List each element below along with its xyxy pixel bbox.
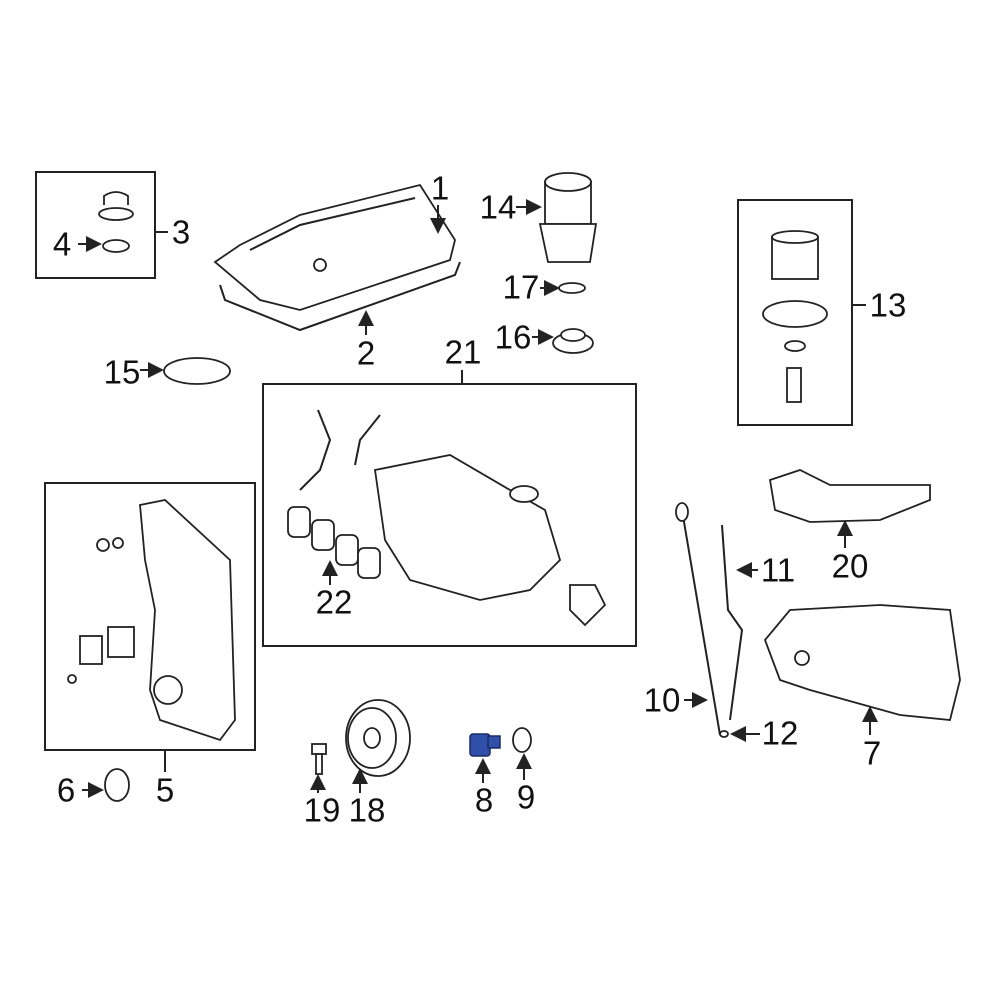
drain-plug-part-16[interactable]	[552, 328, 594, 354]
group-box-3	[35, 171, 156, 279]
callout-12[interactable]: 12	[761, 714, 799, 752]
timing-cover-part[interactable]	[67, 499, 236, 742]
callout-19[interactable]: 19	[303, 791, 341, 829]
callout-14[interactable]: 14	[479, 188, 517, 226]
pulley-bolt-part[interactable]	[311, 743, 327, 775]
group-box-21	[262, 383, 637, 647]
callout-16[interactable]: 16	[494, 318, 532, 356]
oil-drain-plug-part-8[interactable]	[469, 733, 501, 757]
oil-pan-part[interactable]	[763, 604, 961, 721]
oil-filter-cap-part[interactable]	[538, 172, 598, 294]
manifold-gaskets-part[interactable]	[287, 506, 381, 579]
valve-cover-part[interactable]	[213, 183, 461, 332]
baffle-plate-part[interactable]	[768, 469, 931, 523]
callout-21[interactable]: 21	[444, 333, 482, 371]
callout-4[interactable]: 4	[52, 225, 72, 263]
callout-5[interactable]: 5	[155, 771, 175, 809]
dipstick-handle[interactable]	[675, 502, 689, 522]
callout-9[interactable]: 9	[516, 778, 536, 816]
callout-17[interactable]: 17	[502, 268, 540, 306]
callout-6[interactable]: 6	[56, 771, 76, 809]
callout-22[interactable]: 22	[315, 583, 353, 621]
callout-15[interactable]: 15	[103, 353, 141, 391]
o-ring-part-15[interactable]	[163, 357, 231, 385]
dipstick-part[interactable]	[681, 509, 721, 736]
callout-8[interactable]: 8	[474, 781, 494, 819]
leader-lines	[78, 199, 878, 798]
oil-filler-cap-part[interactable]	[98, 191, 134, 253]
drain-plug-washer-part[interactable]	[512, 727, 532, 753]
callout-7[interactable]: 7	[862, 734, 882, 772]
callout-11[interactable]: 11	[760, 551, 796, 589]
callout-3[interactable]: 3	[171, 213, 191, 251]
callout-20[interactable]: 20	[831, 547, 869, 585]
seal-part-6[interactable]	[104, 768, 130, 802]
o-ring-part-12[interactable]	[719, 730, 729, 738]
group-box-13	[737, 199, 853, 426]
intake-manifold-part[interactable]	[287, 409, 607, 627]
callout-13[interactable]: 13	[869, 286, 907, 324]
oil-filter-element-part[interactable]	[762, 230, 828, 403]
callout-18[interactable]: 18	[348, 791, 386, 829]
callout-1[interactable]: 1	[430, 169, 450, 207]
dipstick-guide-part[interactable]	[721, 524, 744, 721]
callout-10[interactable]: 10	[643, 681, 681, 719]
group-box-5	[44, 482, 256, 751]
callout-2[interactable]: 2	[356, 334, 376, 372]
crankshaft-pulley-part[interactable]	[345, 699, 411, 777]
